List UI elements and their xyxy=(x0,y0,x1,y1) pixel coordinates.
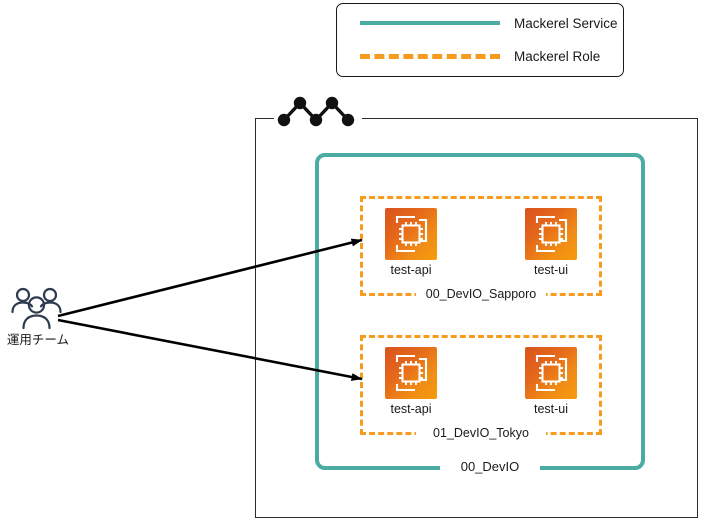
operations-team-actor[interactable]: 運用チーム xyxy=(5,285,71,348)
operations-team-label: 運用チーム xyxy=(6,333,70,347)
legend-item-service: Mackerel Service xyxy=(337,12,623,34)
ec2-instance-icon xyxy=(525,208,577,260)
instance-node-test-api-sapporo[interactable]: test-api xyxy=(381,208,441,278)
ec2-instance-icon xyxy=(385,347,437,399)
instance-node-test-api-tokyo[interactable]: test-api xyxy=(381,347,441,417)
users-icon xyxy=(9,285,67,331)
legend-swatch-solid-line xyxy=(360,21,500,25)
legend-box: Mackerel Service Mackerel Role xyxy=(336,3,624,77)
aws-region-container xyxy=(255,118,698,518)
instance-node-label: test-ui xyxy=(533,263,569,277)
mackerel-role-label-tokyo: 01_DevIO_Tokyo xyxy=(416,425,546,442)
mackerel-service-label: 00_DevIO xyxy=(440,458,540,476)
ec2-instance-icon xyxy=(525,347,577,399)
legend-swatch-dashed-line xyxy=(360,53,500,59)
legend-label-service: Mackerel Service xyxy=(514,15,618,31)
aws-region-icon xyxy=(274,92,362,130)
ec2-instance-icon xyxy=(385,208,437,260)
legend-label-role: Mackerel Role xyxy=(514,48,601,64)
mackerel-role-label-sapporo: 00_DevIO_Sapporo xyxy=(416,286,546,303)
instance-node-test-ui-sapporo[interactable]: test-ui xyxy=(521,208,581,278)
instance-node-label: test-ui xyxy=(533,402,569,416)
legend-item-role: Mackerel Role xyxy=(337,45,623,67)
instance-node-test-ui-tokyo[interactable]: test-ui xyxy=(521,347,581,417)
instance-node-label: test-api xyxy=(390,263,432,277)
instance-node-label: test-api xyxy=(390,402,432,416)
